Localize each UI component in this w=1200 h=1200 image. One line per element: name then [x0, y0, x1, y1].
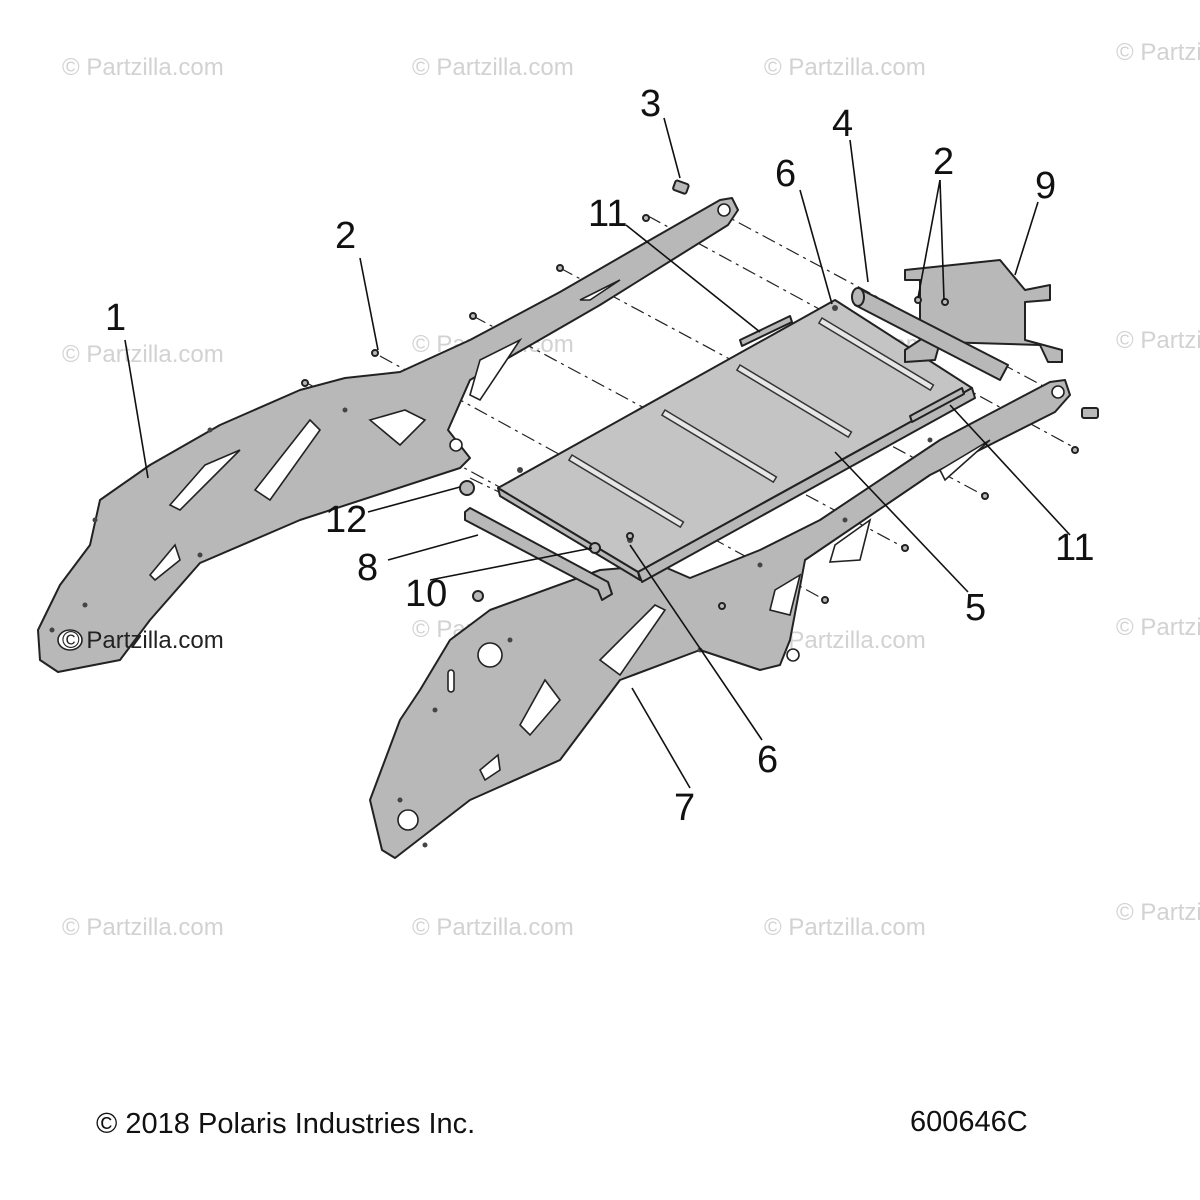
watermark-dark: © Partzilla.com: [62, 627, 224, 654]
callout-5: 5: [965, 587, 986, 629]
watermark: © Partzilla.com: [412, 914, 574, 941]
callout-10: 10: [405, 573, 447, 615]
callout-6-bottom: 6: [757, 739, 778, 781]
right-side-plate: [369, 379, 1071, 859]
callout-11-right: 11: [1055, 527, 1094, 569]
watermark: © Partzilla.com: [62, 341, 224, 368]
top-plate: [497, 299, 976, 583]
callout-3: 3: [640, 83, 661, 125]
watermark: © Partzilla.com: [412, 54, 574, 81]
watermark-layer: © Partzilla.com © Partzilla.com © Partzi…: [62, 39, 1200, 941]
watermark: © Partzilla.com: [62, 914, 224, 941]
watermark: © Partzilla.com: [1116, 327, 1200, 354]
callout-2-right: 2: [933, 141, 954, 183]
tube: [851, 287, 1009, 381]
watermark: © Partzilla.com: [1116, 39, 1200, 66]
watermark: © Partzilla.com: [62, 54, 224, 81]
strips: [739, 315, 965, 423]
callout-4: 4: [832, 103, 853, 145]
watermark: © Partzilla.com: [1116, 614, 1200, 641]
fasteners: [301, 179, 1099, 610]
watermark: © Partzilla.com: [1116, 899, 1200, 926]
callout-1: 1: [105, 297, 126, 339]
leader-lines: [124, 117, 1071, 789]
callout-7: 7: [674, 787, 695, 829]
callouts: 1 2 3 4 2 9 6 11 12 8 10 6 7 5 11: [105, 83, 1094, 829]
callout-12: 12: [325, 499, 367, 541]
watermark: © Partzilla.com: [764, 54, 926, 81]
callout-2: 2: [335, 215, 356, 257]
upper-bracket: [904, 259, 1063, 363]
left-side-plate: [37, 197, 739, 673]
copyright-text: © 2018 Polaris Industries Inc.: [96, 1108, 476, 1140]
callout-6-top: 6: [775, 153, 796, 195]
callout-9: 9: [1035, 165, 1056, 207]
diagram-id: 600646C: [910, 1106, 1028, 1138]
callout-11-top: 11: [588, 193, 627, 235]
callout-8: 8: [357, 547, 378, 589]
lower-bracket: [464, 507, 613, 601]
watermark: © Partzilla.com: [764, 914, 926, 941]
